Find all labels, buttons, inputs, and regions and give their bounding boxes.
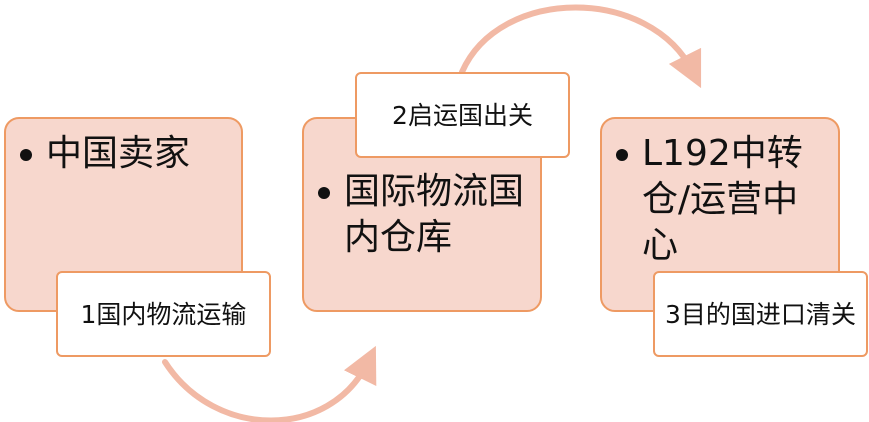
step-bullet-seller: 中国卖家 [20,131,231,177]
step-bullet-transit: L192中转仓/运营中心 [616,131,828,269]
bullet-dot [20,149,32,161]
step-text-warehouse: 国际物流国内仓库 [344,171,525,258]
curved-arrow-bottom [162,345,377,422]
step-text-seller: 中国卖家 [46,133,191,174]
bullet-dot [616,149,628,161]
step-text-transit: L192中转仓/运营中心 [642,133,803,266]
bullet-dot [318,187,330,199]
label-domestic-shipping: 1国内物流运输 [56,271,271,357]
label-import-clearance: 3目的国进口清关 [653,271,868,357]
label-export-clearance: 2启运国出关 [355,72,570,158]
curved-arrow-top [459,4,702,89]
step-bullet-warehouse: 国际物流国内仓库 [318,169,530,261]
